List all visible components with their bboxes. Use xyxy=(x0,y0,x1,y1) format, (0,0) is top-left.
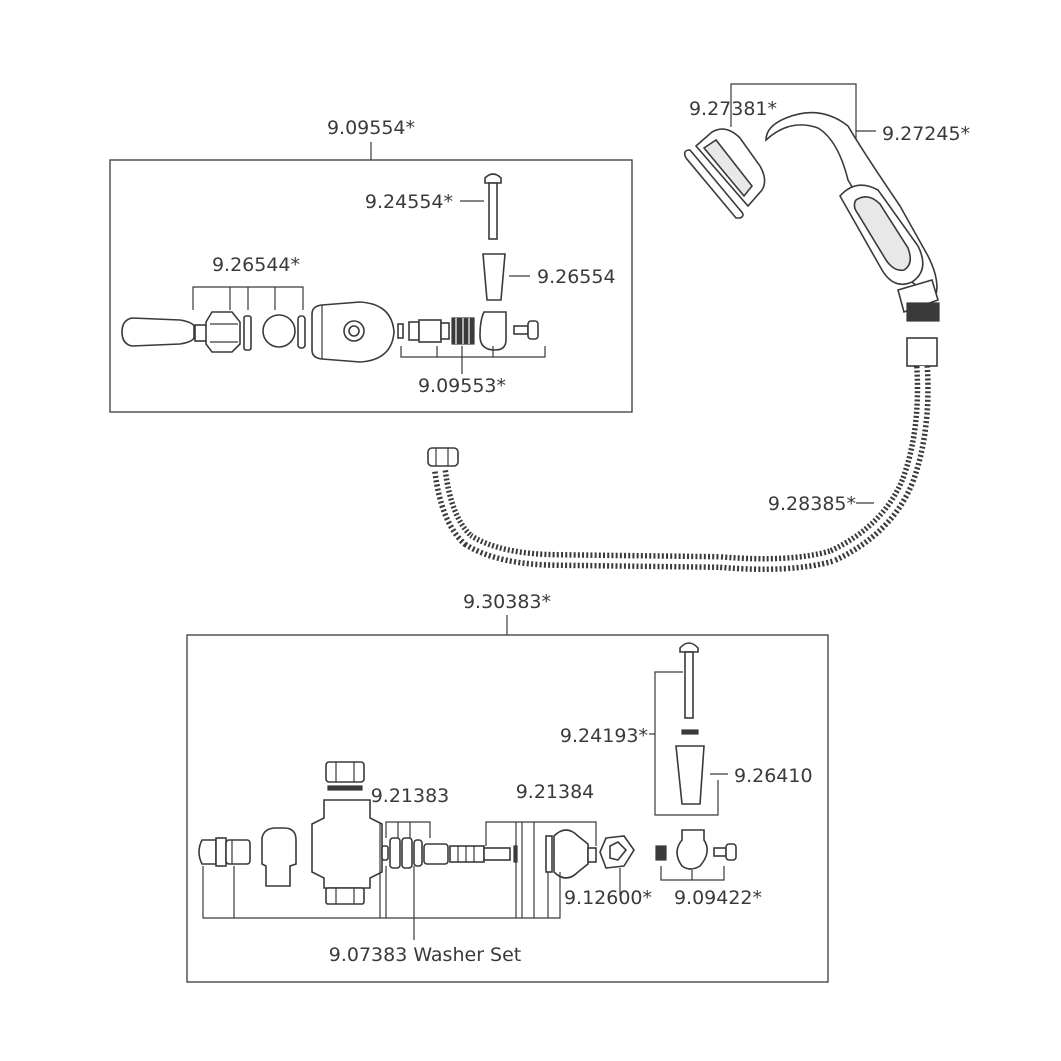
handshower-assembly: 9.27381* 9.27245* 9.28385* xyxy=(427,83,970,572)
label-9-26544: 9.26544* xyxy=(212,254,300,276)
label-9-09553: 9.09553* xyxy=(418,375,506,397)
bottom-valve-kit: 9.30383* 9.24193* 9.26410 xyxy=(186,591,829,983)
bottom-coupler xyxy=(261,827,297,887)
top-screw xyxy=(484,173,502,240)
handshower-body xyxy=(765,111,939,314)
spray-face xyxy=(683,128,766,219)
label-9-21383: 9.21383 xyxy=(371,785,450,807)
bottom-valve-body xyxy=(311,761,383,905)
label-9-07383-washer-set: 9.07383 Washer Set xyxy=(329,944,522,966)
bottom-handle xyxy=(676,829,708,870)
bottom-screw xyxy=(679,642,699,719)
label-9-27381: 9.27381* xyxy=(689,98,777,120)
top-escutcheon xyxy=(311,301,395,363)
top-washer-a xyxy=(243,315,252,351)
bottom-hex-nut xyxy=(599,835,635,869)
top-disk xyxy=(262,314,296,348)
top-hex-nut xyxy=(205,311,241,353)
bottom-set-screw xyxy=(713,843,737,861)
label-9-24554: 9.24554* xyxy=(365,191,453,213)
bottom-cap-washer xyxy=(681,729,699,735)
label-9-28385: 9.28385* xyxy=(768,493,856,515)
label-9-27245: 9.27245* xyxy=(882,123,970,145)
label-9-26554: 9.26554 xyxy=(537,266,616,288)
label-9-12600: 9.12600* xyxy=(564,887,652,909)
label-9-09554: 9.09554* xyxy=(327,117,415,139)
washer-set-bracket xyxy=(202,822,561,940)
bottom-stem-tip xyxy=(655,845,667,861)
label-9-09422: 9.09422* xyxy=(674,887,762,909)
bottom-cartridge xyxy=(449,845,511,863)
bottom-cap xyxy=(675,745,705,805)
label-9-30383: 9.30383* xyxy=(463,591,551,613)
hose-end-fitting xyxy=(427,447,459,467)
label-9-24193: 9.24193* xyxy=(560,725,648,747)
top-stem xyxy=(397,317,475,345)
top-set-screw xyxy=(513,320,539,340)
top-handle-kit: 9.09554* 9.24554* 9.26554 9.26544* xyxy=(109,117,633,413)
top-small-handle xyxy=(479,311,507,351)
bottom-kit-box xyxy=(186,634,829,983)
bottom-washers-group-b xyxy=(513,829,597,879)
bottom-washers-group-a xyxy=(381,837,449,869)
top-cap xyxy=(482,253,506,301)
top-washer-b xyxy=(297,315,306,349)
label-9-26410: 9.26410 xyxy=(734,765,813,787)
label-9-21384: 9.21384 xyxy=(516,781,595,803)
bottom-inlet-fitting xyxy=(198,837,251,867)
hose-thread-connector xyxy=(906,302,940,367)
top-lever-handle xyxy=(121,317,195,347)
hose xyxy=(432,365,931,572)
